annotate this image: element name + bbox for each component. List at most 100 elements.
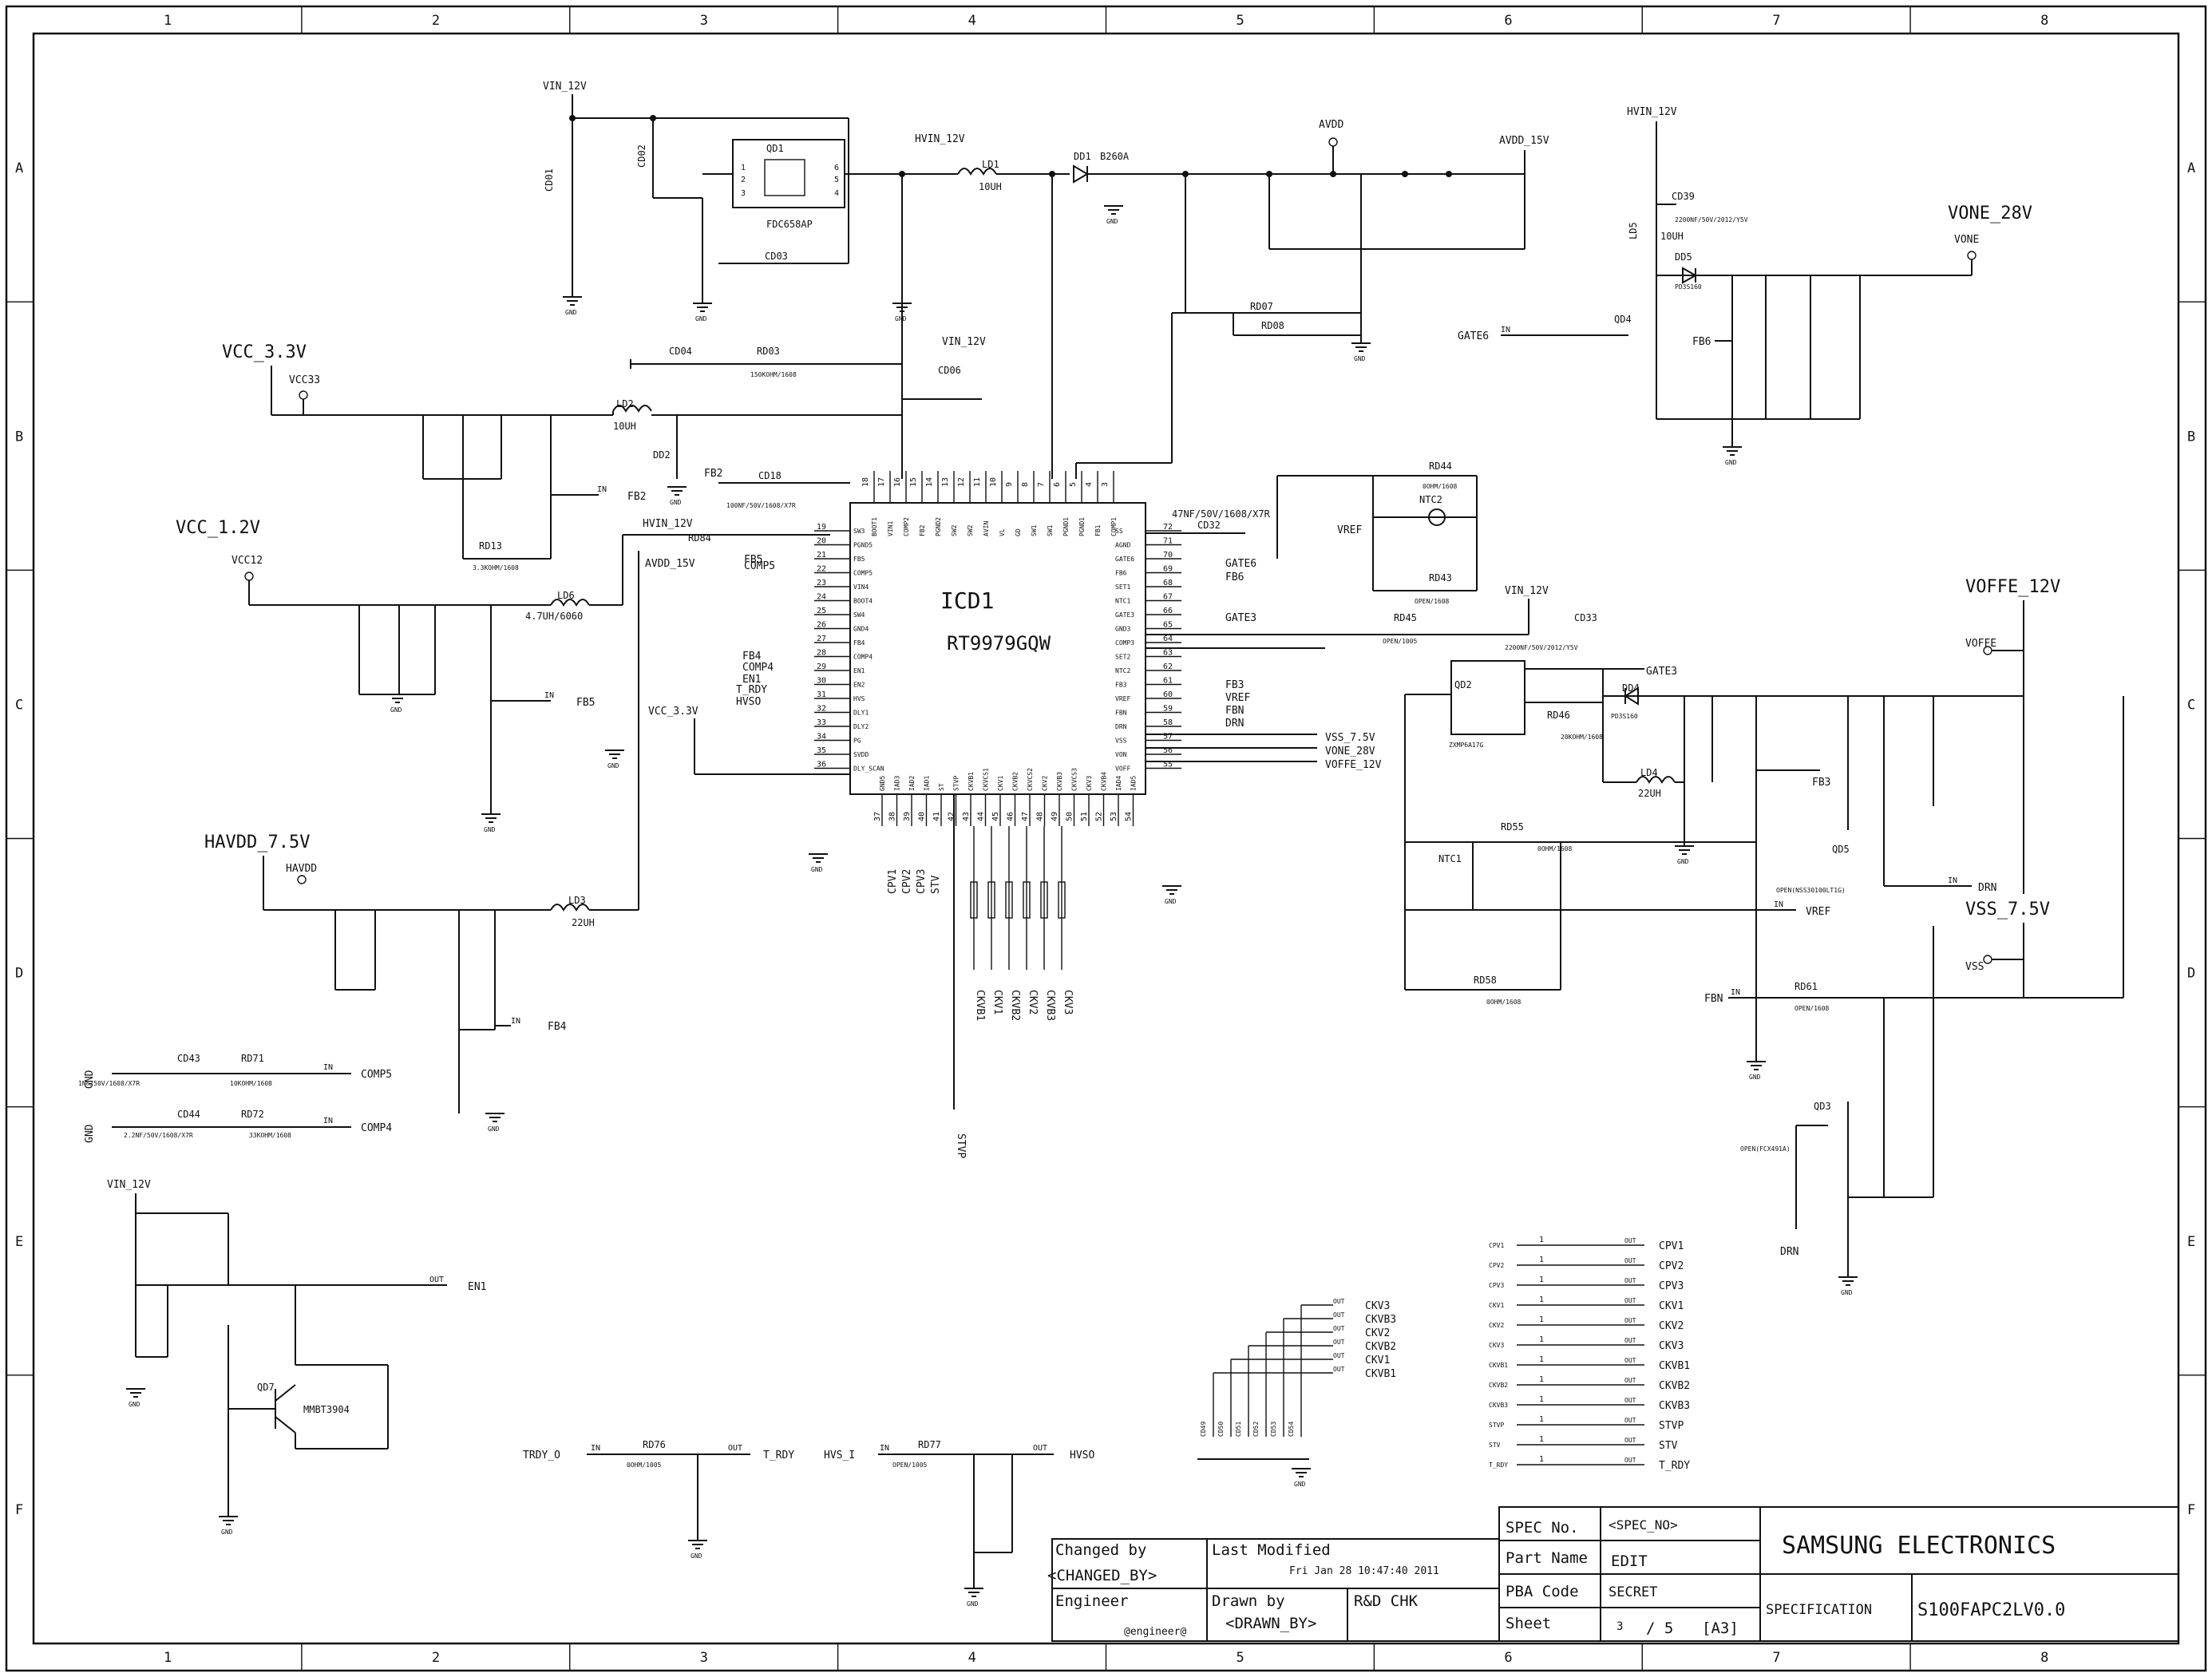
rd43-value: OPEN/1608 [1415,598,1450,605]
ground-label: GND [967,1600,979,1608]
ic-pin-number: 43 [962,812,971,821]
ic-pin-number: 25 [817,607,826,615]
rd72-ref: RD72 [241,1109,264,1120]
ground-label: GND [129,1401,140,1408]
ic-pin-name: IAD4 [1115,776,1122,791]
comp5-in-tag: IN [323,1063,333,1072]
net-hvin-12v-top: HVIN_12V [915,133,965,145]
ic-pin-number: 29 [817,662,826,671]
ic-pin-name: ST [938,783,945,791]
ic-pin-number: 49 [1051,812,1059,821]
port-drn-right: DRN [1978,882,1996,894]
ground-icon: GND [388,694,407,714]
qd7-ref: QD7 [257,1382,275,1393]
ground-label: GND [1354,355,1366,362]
net-havdd-7-5v: HAVDD_7.5V [204,833,310,852]
ic-pin-number: 31 [817,690,826,699]
ld5-value: 10UH [1660,231,1684,242]
ic-pin-name: FB3 [1115,682,1127,689]
ckv-output-label: CKVB3 [1044,990,1056,1021]
ic-pin-number: 72 [1163,523,1173,532]
pass-through-pin: 1 [1539,1415,1544,1424]
rd44-ref: RD44 [1429,461,1452,472]
ic-pin-name: COMP2 [903,517,910,536]
pass-through-in-label: CPV1 [1489,1242,1504,1249]
rd46-value: 20KOHM/1608 [1561,734,1603,741]
ic-pin-name: CKVB4 [1101,772,1108,791]
port-vref-ntc: VREF [1337,524,1362,536]
ic-pin-number: 11 [973,477,982,487]
net-vin-12v-right: VIN_12V [1505,585,1549,597]
row-label-left: B [15,429,23,445]
last-modified-label: Last Modified [1212,1541,1331,1559]
ic-pin-number: 28 [817,649,826,658]
pass-through-out-label: T_RDY [1659,1460,1690,1472]
ground-icon: GND [563,296,582,316]
net-vcc33: VCC33 [289,374,320,386]
port-fbn-ic: FBN [1225,705,1244,717]
ground-icon: GND [1747,1061,1766,1081]
rd61-ref: RD61 [1795,981,1818,992]
port-trdy-o: TRDY_O [523,1450,560,1461]
ground-icon: GND [1104,205,1123,225]
ground-label: GND [811,866,823,873]
port-comp5-ic: COMP5 [744,560,775,572]
ic-pin-name: SS [1115,528,1123,535]
ic-pin-number: 4 [1085,482,1094,487]
voffe-stage: QD2 ZXMP6A17G RD46 20KOHM/1608 GATE3 DD4… [1404,577,2124,1277]
ic-pin-number: 6 [1053,482,1062,487]
ic-pin-number: 51 [1080,812,1089,821]
ic-pin-name: IAD1 [924,776,931,791]
ic-pin-number: 69 [1163,565,1173,574]
port-en1-ic: EN1 [742,674,761,686]
ground-label: GND [484,826,496,833]
dd2-ref: DD2 [653,449,671,461]
pass-through-in-label: CKVB1 [1489,1362,1508,1369]
rd13-value: 3.3KOHM/1608 [473,564,519,572]
dd4-ref: DD4 [1622,682,1640,694]
ground-label: GND [1677,858,1689,865]
ic-pin-name: SW1 [1031,524,1038,536]
column-label-bottom: 7 [1772,1650,1780,1666]
ic-pin-name: CKVB1 [968,772,975,791]
ckv-output-line: CKV2 [1023,826,1039,1015]
cap-bank-ref: CD50 [1217,1422,1225,1437]
ckv-output-label: CKVB1 [974,990,986,1021]
pass-through-in-label: CKV1 [1489,1302,1504,1309]
cd44-ref: CD44 [177,1109,200,1120]
ntc2-ref: NTC2 [1419,494,1442,505]
qd2-symbol [1450,660,1525,735]
ic-pin-name: DLY1 [853,710,869,717]
port-fb3-right: FB3 [1812,777,1830,789]
column-label-top: 5 [1236,13,1244,29]
stvp-output: STVP CPV1 CPV2 CPV3 STV [887,794,967,1158]
cd44-value: 2.2NF/50V/1608/X7R [124,1132,193,1139]
rd55-ref: RD55 [1501,821,1524,833]
ic-pin-number: 5 [1069,482,1078,487]
pass-through-out-label: CPV1 [1659,1240,1684,1252]
pass-through-out-tag: OUT [1624,1257,1636,1264]
cd18-ref: CD18 [758,470,782,481]
ic-pin-number: 12 [957,477,966,487]
ckv-output-label: CKV1 [991,990,1003,1015]
ld3-ref: LD3 [568,895,586,906]
ic-pin-name: DLY_SCAN [853,765,884,773]
document-number: S100FAPC2LV0.0 [1917,1600,2065,1620]
port-hvso-ic: HVSO [736,696,761,708]
ic-pin-number: 8 [1021,482,1030,487]
ic-pin-name: COMP3 [1115,639,1134,647]
column-label-top: 7 [1772,13,1780,29]
ic-pin-name: SW2 [967,524,974,536]
ground-icon: GND [693,303,712,322]
pass-through-out-tag: OUT [1624,1357,1636,1364]
port-cpv1-bottom: CPV1 [887,869,899,894]
ic-pin-name: COMP5 [853,570,873,577]
specification-label: SPECIFICATION [1766,1602,1872,1618]
net-havdd: HAVDD [286,863,317,875]
ic-pin-name: VOFF [1115,765,1130,773]
